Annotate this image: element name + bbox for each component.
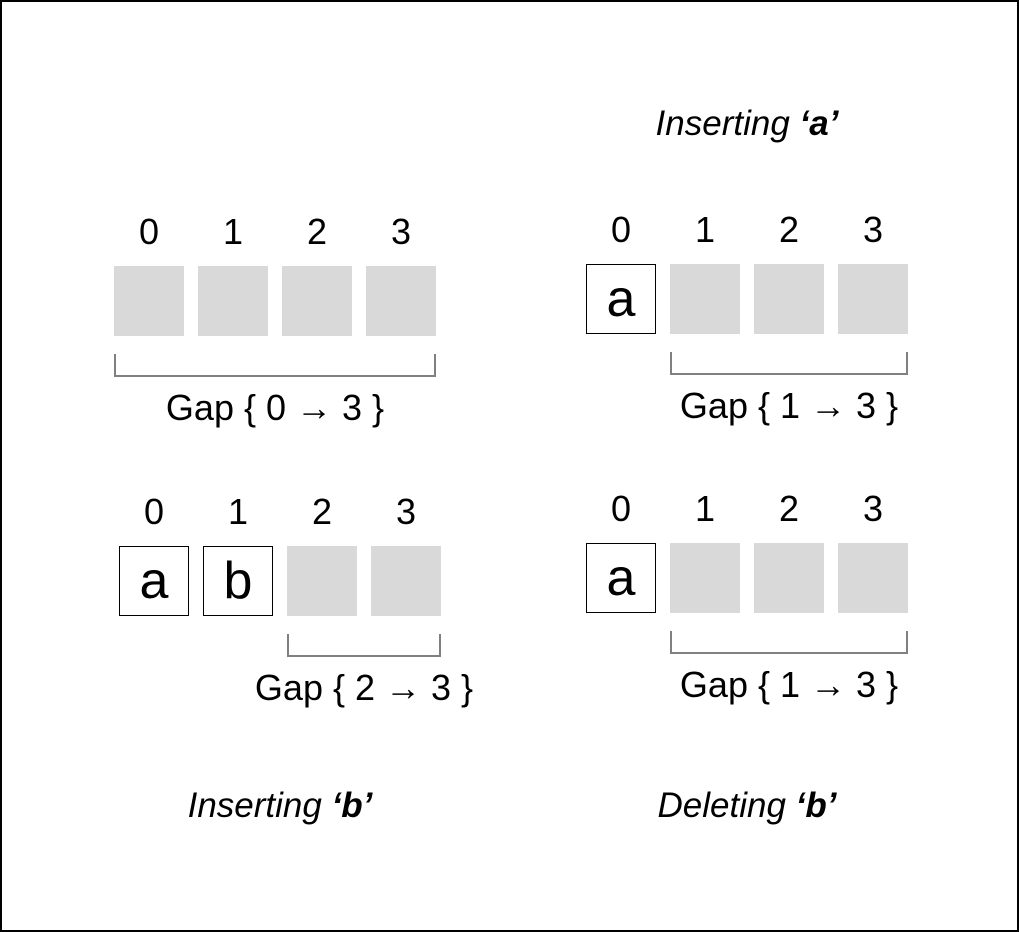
index-label: 3 bbox=[862, 209, 884, 250]
index-label: 1 bbox=[227, 491, 249, 532]
caption-emphasis: ‘a’ bbox=[799, 104, 839, 143]
gap-range-label: Gap { 1 → 3 } bbox=[679, 664, 899, 705]
filled-cell: b bbox=[203, 546, 273, 616]
caption-emphasis: ‘b’ bbox=[795, 786, 837, 825]
index-label: 0 bbox=[610, 209, 632, 250]
panel-after-insert-a: 0 1 2 3 a Gap { 1 → 3 } bbox=[586, 212, 908, 424]
cell-row bbox=[114, 266, 436, 336]
gap-cell bbox=[670, 264, 740, 334]
gap-range-label: Gap { 0 → 3 } bbox=[165, 387, 385, 428]
filled-cell: a bbox=[586, 543, 656, 613]
index-label: 1 bbox=[694, 488, 716, 529]
index-label: 0 bbox=[138, 211, 160, 252]
filled-cell: a bbox=[586, 264, 656, 334]
caption-deleting-b: Deleting ‘b’ bbox=[586, 786, 908, 826]
gap-bracket bbox=[670, 631, 908, 654]
gap-cell bbox=[114, 266, 184, 336]
panel-after-insert-b: 0 1 2 3 a b Gap { 2 → 3 } bbox=[119, 494, 473, 706]
gap-cell bbox=[670, 543, 740, 613]
index-label: 0 bbox=[610, 488, 632, 529]
caption-text: Inserting bbox=[655, 104, 800, 143]
gap-cell bbox=[198, 266, 268, 336]
cell-row: a bbox=[586, 264, 908, 334]
gap-range-label: Gap { 2 → 3 } bbox=[254, 667, 474, 708]
gap-cell bbox=[287, 546, 357, 616]
gap-bracket bbox=[670, 352, 908, 375]
gap-range-label: Gap { 1 → 3 } bbox=[679, 385, 899, 426]
index-label: 2 bbox=[778, 488, 800, 529]
cell-row: a b bbox=[119, 546, 441, 616]
index-label: 2 bbox=[306, 211, 328, 252]
index-label: 3 bbox=[390, 211, 412, 252]
caption-inserting-b: Inserting ‘b’ bbox=[119, 786, 441, 826]
index-row: 0 1 2 3 bbox=[119, 494, 441, 530]
index-label: 1 bbox=[694, 209, 716, 250]
index-label: 2 bbox=[778, 209, 800, 250]
filled-cell: a bbox=[119, 546, 189, 616]
gap-bracket bbox=[114, 354, 436, 377]
gap-bracket bbox=[287, 634, 441, 657]
gap-cell bbox=[754, 264, 824, 334]
caption-text: Inserting bbox=[187, 786, 332, 825]
gap-cell bbox=[838, 264, 908, 334]
gap-cell bbox=[282, 266, 352, 336]
panel-after-delete-b: 0 1 2 3 a Gap { 1 → 3 } bbox=[586, 491, 908, 703]
gap-cell bbox=[371, 546, 441, 616]
gap-cell bbox=[366, 266, 436, 336]
index-label: 3 bbox=[862, 488, 884, 529]
cell-row: a bbox=[586, 543, 908, 613]
index-label: 2 bbox=[311, 491, 333, 532]
index-label: 3 bbox=[395, 491, 417, 532]
index-row: 0 1 2 3 bbox=[114, 214, 436, 250]
panel-initial-buffer: 0 1 2 3 Gap { 0 → 3 } bbox=[114, 214, 436, 426]
caption-inserting-a: Inserting ‘a’ bbox=[586, 104, 908, 144]
caption-text: Deleting bbox=[657, 786, 796, 825]
index-row: 0 1 2 3 bbox=[586, 212, 908, 248]
gap-cell bbox=[838, 543, 908, 613]
index-label: 1 bbox=[222, 211, 244, 252]
caption-emphasis: ‘b’ bbox=[331, 786, 373, 825]
gap-cell bbox=[754, 543, 824, 613]
index-label: 0 bbox=[143, 491, 165, 532]
index-row: 0 1 2 3 bbox=[586, 491, 908, 527]
